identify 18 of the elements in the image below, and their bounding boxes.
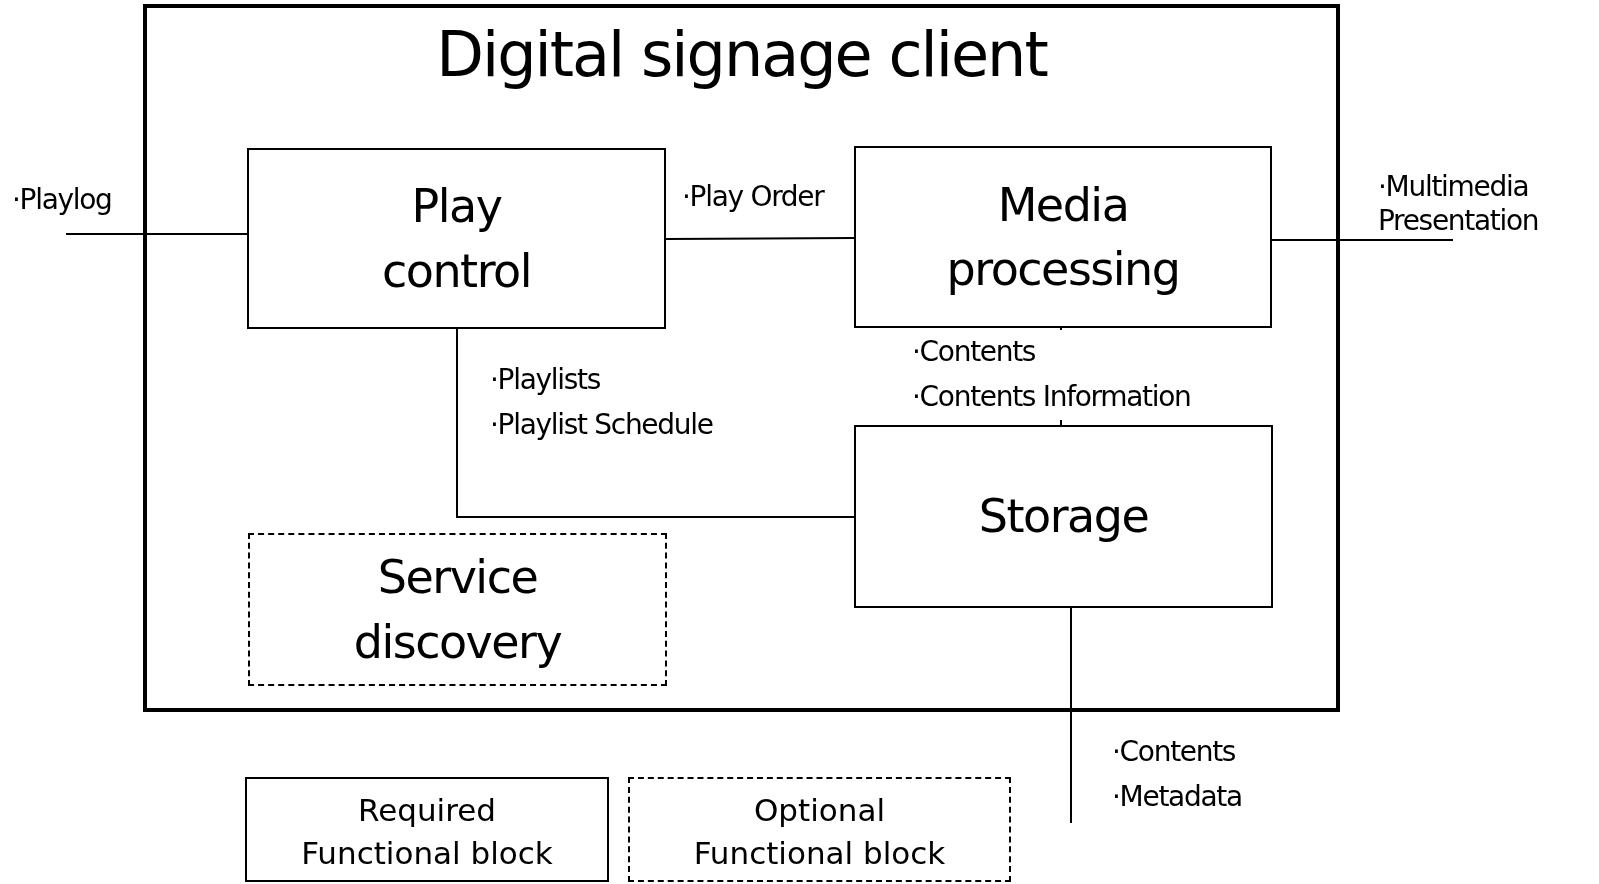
legend-label: Optional Functional block [692,791,947,874]
connector-line [665,237,855,240]
container-box [143,4,1340,712]
block-label: Service discovery [352,549,563,671]
optional-block-box [248,533,667,686]
connector-line [456,328,855,518]
edge-label: ·Contents ·Contents Information [912,330,1191,420]
block-label: Play control [381,178,532,300]
process-box [854,425,1273,608]
block-label: Storage [977,488,1150,546]
container-label: Digital signage client [435,18,1049,93]
process-box [247,148,666,329]
legend-label: Required Functional block [300,791,554,874]
process-box [854,146,1272,328]
connector-line [65,233,248,235]
connector-line [1070,607,1072,824]
connector-line [1271,239,1454,241]
block-label: Media processing [945,176,1181,298]
